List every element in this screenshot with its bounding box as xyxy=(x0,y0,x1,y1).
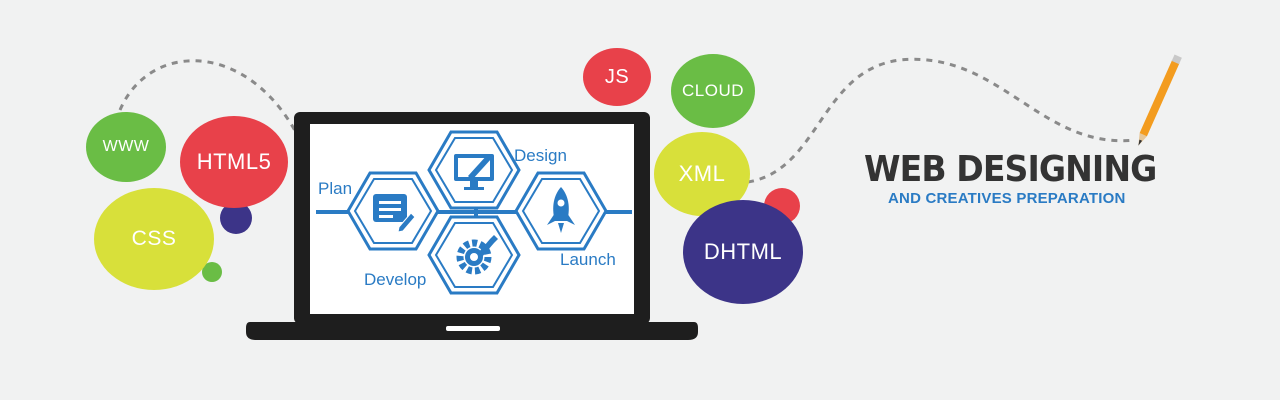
bubble-www: WWW xyxy=(86,112,166,182)
bubble-dhtml: DHTML xyxy=(683,200,803,304)
decor-dot-purple xyxy=(220,202,252,234)
decor-dot-green xyxy=(202,262,222,282)
bubble-cloud: CLOUD xyxy=(671,54,755,128)
checklist-icon xyxy=(373,194,416,233)
pencil-icon xyxy=(1138,54,1182,146)
step-label-develop: Develop xyxy=(364,270,426,289)
heading-subtitle: AND CREATIVES PREPARATION xyxy=(888,190,1126,207)
step-label-plan: Plan xyxy=(318,179,352,198)
laptop-trackpad-notch xyxy=(446,326,500,331)
bubble-html5: HTML5 xyxy=(180,116,288,208)
bubble-css: CSS xyxy=(94,188,214,290)
plan-hexagon xyxy=(346,171,440,251)
heading-title: WEB DESIGNING xyxy=(864,149,1157,190)
gear-wrench-icon xyxy=(456,235,498,275)
rocket-icon xyxy=(547,187,575,233)
design-hexagon xyxy=(427,130,521,210)
step-label-launch: Launch xyxy=(560,250,616,269)
monitor-pen-icon xyxy=(454,154,494,190)
step-label-design: Design xyxy=(514,146,567,165)
dashed-connector-left xyxy=(118,59,302,141)
bubble-js: JS xyxy=(583,48,651,106)
banner-heading: WEB DESIGNING AND CREATIVES PREPARATION xyxy=(864,150,1204,208)
dashed-connector-right xyxy=(747,57,1136,184)
launch-hexagon xyxy=(514,171,608,251)
bubble-xml: XML xyxy=(654,132,750,216)
develop-hexagon xyxy=(427,215,521,295)
